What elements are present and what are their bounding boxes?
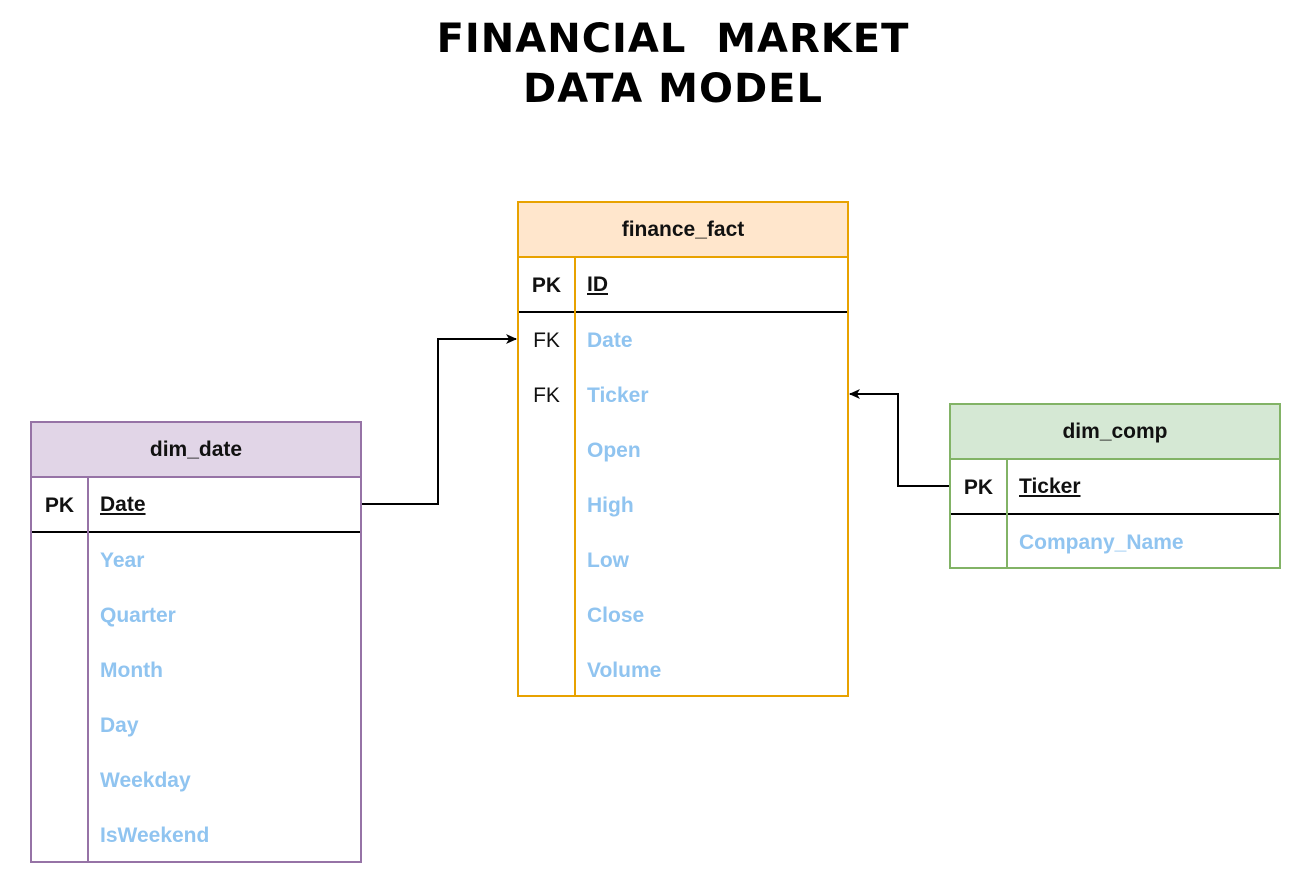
field-name: Close [587, 603, 645, 627]
entity-header: dim_comp [951, 405, 1279, 460]
field-row[interactable]: Company_Name [951, 515, 1279, 570]
field-row[interactable]: Year [32, 533, 360, 588]
fk-label [32, 753, 87, 808]
fk-label [519, 533, 574, 588]
fk-label [951, 515, 1006, 570]
field-name: Low [587, 548, 629, 572]
column-divider [574, 258, 576, 695]
primary-key-row[interactable]: PK Ticker [951, 460, 1279, 515]
field-row[interactable]: FK Date [519, 313, 847, 368]
field-name: Weekday [100, 768, 191, 792]
column-divider [87, 478, 89, 861]
entity-dim-comp[interactable]: dim_comp PK Ticker Company_Name [949, 403, 1281, 569]
fk-label [32, 588, 87, 643]
pk-label: PK [531, 273, 562, 297]
entity-header: dim_date [32, 423, 360, 478]
fk-label [32, 643, 87, 698]
field-name: Company_Name [1019, 530, 1184, 554]
primary-key-row[interactable]: PK Date [32, 478, 360, 533]
field-row[interactable]: Quarter [32, 588, 360, 643]
fk-label [519, 423, 574, 478]
field-name: High [587, 493, 634, 517]
field-name: Day [100, 713, 139, 737]
field-name: Quarter [100, 603, 176, 627]
column-divider [1006, 460, 1008, 567]
pk-label: PK [963, 475, 994, 499]
field-row[interactable]: FK Ticker [519, 368, 847, 423]
title-line-1: FINANCIAL MARKET [436, 16, 910, 62]
fk-label [32, 808, 87, 863]
field-name: Month [100, 658, 163, 682]
fk-label: FK [533, 328, 560, 352]
diagram-title: FINANCIAL MARKET DATA MODEL [0, 14, 1309, 114]
title-line-2: DATA MODEL [523, 66, 823, 112]
fk-label [32, 533, 87, 588]
field-row[interactable]: Volume [519, 643, 847, 698]
field-name: Ticker [587, 383, 649, 407]
field-row[interactable]: Low [519, 533, 847, 588]
field-name: Volume [587, 658, 662, 682]
field-row[interactable]: Month [32, 643, 360, 698]
field-name: Year [100, 548, 145, 572]
fk-label [519, 478, 574, 533]
connector-dim-comp-to-finance-fact [849, 389, 949, 487]
fk-label [519, 643, 574, 698]
field-name: Date [587, 328, 633, 352]
fk-label [519, 588, 574, 643]
field-row[interactable]: Day [32, 698, 360, 753]
field-row[interactable]: IsWeekend [32, 808, 360, 863]
field-row[interactable]: Close [519, 588, 847, 643]
field-row[interactable]: Weekday [32, 753, 360, 808]
field-name: IsWeekend [100, 823, 210, 847]
field-name: Open [587, 438, 641, 462]
entity-header: finance_fact [519, 203, 847, 258]
field-row[interactable]: High [519, 478, 847, 533]
connector-dim-date-to-finance-fact [361, 334, 517, 505]
pk-field-name: Date [100, 492, 146, 516]
pk-field-name: ID [587, 272, 608, 296]
fk-label: FK [533, 383, 560, 407]
pk-field-name: Ticker [1019, 474, 1081, 498]
primary-key-row[interactable]: PK ID [519, 258, 847, 313]
field-row[interactable]: Open [519, 423, 847, 478]
fk-label [32, 698, 87, 753]
pk-label: PK [44, 493, 75, 517]
